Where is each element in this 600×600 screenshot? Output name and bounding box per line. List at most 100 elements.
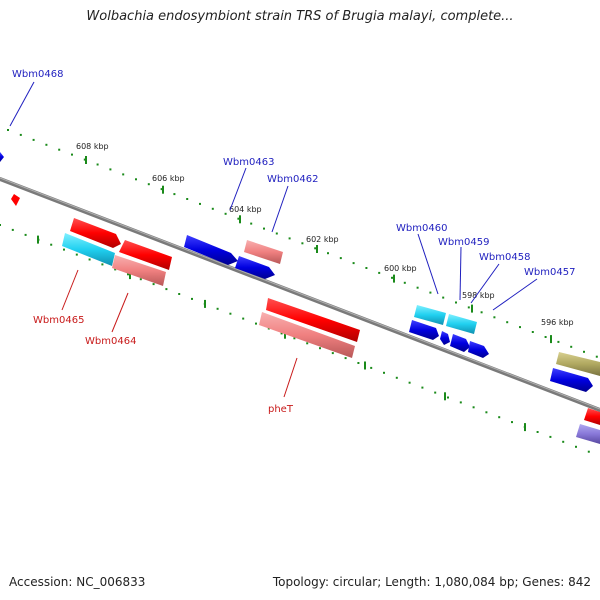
scale-label-602: 602 kbp bbox=[306, 235, 339, 244]
scale-label-600: 600 kbp bbox=[384, 264, 417, 273]
scale-dot bbox=[416, 286, 419, 289]
scale-dot bbox=[58, 148, 61, 151]
scale-dot bbox=[344, 357, 347, 360]
scale-dot bbox=[447, 396, 449, 399]
gene-Wbm0465[interactable] bbox=[62, 218, 121, 266]
scale-dot bbox=[280, 332, 283, 335]
scale-dot bbox=[536, 431, 539, 433]
scale-dot bbox=[135, 178, 137, 181]
scale-dot bbox=[267, 327, 270, 330]
scale-label-596: 596 kbp bbox=[541, 318, 574, 327]
scale-dot bbox=[352, 262, 355, 265]
scale-dot bbox=[32, 138, 35, 141]
scale-dot bbox=[583, 350, 585, 353]
scale-dot bbox=[357, 362, 360, 364]
scale-dot bbox=[480, 311, 483, 314]
label-Wbm0464[interactable]: Wbm0464 bbox=[85, 336, 136, 347]
gene-Wbm0460[interactable] bbox=[414, 305, 446, 325]
scale-dot bbox=[403, 281, 406, 284]
scale-dot bbox=[45, 143, 48, 146]
scale-dot bbox=[472, 406, 475, 409]
gene-Wbm0459[interactable] bbox=[446, 314, 477, 334]
scale-dot bbox=[378, 271, 381, 274]
scale-dot bbox=[7, 129, 9, 131]
gene-Wbm0464[interactable] bbox=[112, 240, 172, 286]
scale-dot bbox=[101, 263, 104, 266]
scale-dot bbox=[211, 207, 214, 210]
label-Wbm0457[interactable]: Wbm0457 bbox=[524, 267, 575, 278]
topology-text: Topology: circular; Length: 1,080,084 bp… bbox=[272, 575, 591, 589]
scale-label-598: 598 kbp bbox=[462, 291, 495, 300]
scale-dot bbox=[50, 243, 53, 246]
scale-dot bbox=[293, 337, 296, 340]
scale-dot bbox=[306, 342, 309, 345]
label-Wbm0465[interactable]: Wbm0465 bbox=[33, 315, 84, 326]
scale-dot bbox=[178, 293, 181, 295]
scale-dot bbox=[314, 247, 317, 250]
scale-dot bbox=[199, 202, 201, 205]
scale-labels: 608 kbp 606 kbp 604 kbp 602 kbp 600 kbp … bbox=[76, 142, 574, 327]
scale-dot bbox=[395, 376, 398, 379]
scale-dot bbox=[275, 232, 278, 235]
gene-Wbm0463[interactable] bbox=[184, 235, 238, 265]
gene-Wbm0457[interactable] bbox=[450, 334, 489, 358]
scale-dot bbox=[498, 416, 501, 419]
gene-small-red[interactable] bbox=[11, 194, 20, 206]
scale-dot bbox=[186, 198, 189, 200]
gene-lavender-right[interactable] bbox=[576, 424, 600, 444]
scale-dot bbox=[96, 163, 99, 166]
scale-dot bbox=[562, 440, 565, 443]
scale-dot bbox=[467, 306, 470, 309]
map-title: Wolbachia endosymbiont strain TRS of Bru… bbox=[86, 9, 514, 24]
scale-dot bbox=[519, 326, 521, 329]
label-Wbm0462[interactable]: Wbm0462 bbox=[267, 174, 318, 185]
scale-dot bbox=[327, 252, 329, 255]
scale-dot bbox=[549, 435, 552, 438]
gene-red-right[interactable] bbox=[584, 408, 600, 425]
label-Wbm0463[interactable]: Wbm0463 bbox=[223, 157, 274, 168]
gene-Wbm0468[interactable] bbox=[0, 152, 4, 162]
scale-dot bbox=[506, 321, 509, 324]
scale-dot bbox=[237, 217, 240, 220]
scale-dot bbox=[365, 267, 368, 269]
scale-dot bbox=[24, 233, 27, 236]
lower-scale-track bbox=[0, 224, 590, 453]
scale-dot bbox=[165, 288, 168, 291]
label-Wbm0468[interactable]: Wbm0468 bbox=[12, 69, 63, 80]
gene-blue-right[interactable] bbox=[550, 368, 593, 392]
scale-dot bbox=[109, 168, 112, 171]
scale-dot bbox=[459, 401, 462, 404]
scale-dot bbox=[587, 450, 590, 453]
label-Wbm0460[interactable]: Wbm0460 bbox=[396, 223, 447, 234]
gene-Wbm0462[interactable] bbox=[235, 240, 283, 279]
scale-dot bbox=[263, 227, 265, 230]
scale-dot bbox=[544, 336, 547, 338]
gene-pheT[interactable] bbox=[259, 298, 360, 358]
scale-dot bbox=[485, 411, 488, 414]
label-pheT[interactable]: pheT bbox=[268, 404, 294, 415]
scale-dot bbox=[288, 237, 291, 240]
scale-dot bbox=[301, 242, 304, 245]
scale-dot bbox=[493, 316, 496, 319]
scale-dot bbox=[557, 340, 560, 343]
gene-Wbm0458[interactable] bbox=[409, 320, 450, 345]
scale-dot bbox=[331, 352, 334, 355]
scale-dot bbox=[63, 248, 65, 251]
genome-backbone bbox=[0, 177, 600, 412]
scale-dot bbox=[114, 268, 117, 271]
scale-dot bbox=[147, 183, 150, 186]
accession-text: Accession: NC_006833 bbox=[9, 575, 146, 589]
scale-dot bbox=[319, 347, 321, 350]
scale-dot bbox=[429, 291, 432, 294]
scale-dot bbox=[575, 445, 577, 448]
scale-dot bbox=[434, 391, 437, 394]
scale-dot bbox=[0, 224, 1, 226]
label-Wbm0459[interactable]: Wbm0459 bbox=[438, 237, 489, 248]
genome-backbone-highlight bbox=[0, 177, 600, 410]
scale-dot bbox=[595, 355, 598, 358]
scale-dot bbox=[442, 296, 445, 299]
gene-olive[interactable] bbox=[556, 352, 600, 376]
upper-scale-track bbox=[7, 129, 598, 358]
label-Wbm0458[interactable]: Wbm0458 bbox=[479, 252, 530, 263]
